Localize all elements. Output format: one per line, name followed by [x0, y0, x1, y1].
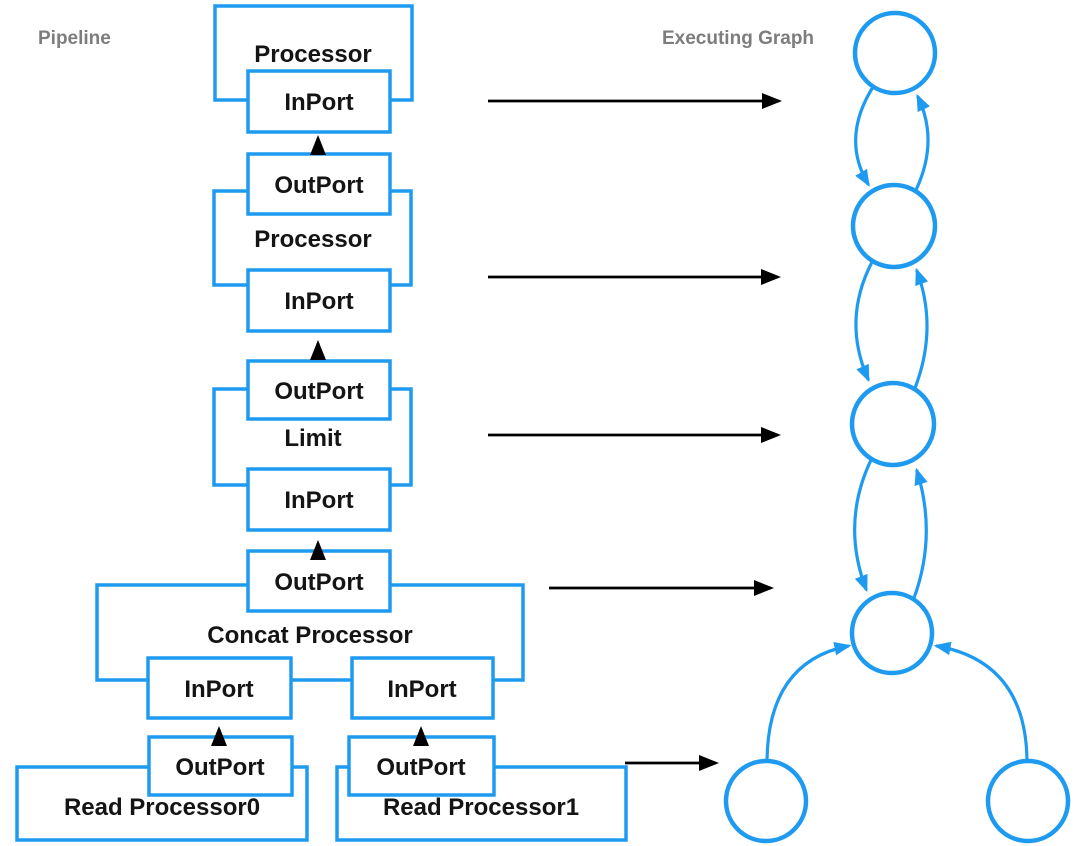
edge-node1-to-node2 — [854, 85, 875, 187]
edge-node2-to-node3 — [854, 260, 874, 383]
edge-node2-to-node1 — [914, 93, 930, 192]
graph-node-3 — [849, 380, 937, 468]
inport-label: InPort — [284, 487, 353, 514]
read-processor1-label: Read Processor1 — [383, 794, 579, 821]
inport-right-label: InPort — [387, 676, 456, 703]
outport-label: OutPort — [274, 172, 363, 199]
inport-label: InPort — [284, 288, 353, 315]
concat-processor-label: Concat Processor — [207, 622, 412, 649]
executing-graph-title: Executing Graph — [662, 28, 814, 49]
graph-node-5 — [723, 758, 809, 844]
outport-label: OutPort — [376, 754, 465, 781]
stage-limit: OutPort Limit InPort — [212, 359, 413, 532]
inport-left-box — [146, 656, 293, 720]
outport-box — [246, 152, 392, 216]
processor-label: Processor — [254, 226, 371, 253]
edge-node5-to-node4 — [765, 642, 852, 763]
edge-node6-to-node4 — [933, 641, 1029, 763]
graph-edges — [765, 85, 1029, 763]
graph-node-4 — [849, 590, 935, 676]
graph-nodes — [723, 10, 1071, 844]
stage-top-processor: Processor InPort — [213, 4, 414, 134]
edge-node3-to-node2 — [913, 267, 929, 390]
edge-node4-to-node3 — [912, 467, 928, 600]
outport-label: OutPort — [175, 754, 264, 781]
pipeline-title: Pipeline — [38, 28, 111, 49]
inport-left-label: InPort — [184, 676, 253, 703]
graph-node-2 — [850, 182, 938, 270]
outport-label: OutPort — [274, 378, 363, 405]
stage-read-processor0: OutPort Read Processor0 — [15, 735, 309, 842]
inport-label: InPort — [284, 89, 353, 116]
graph-node-6 — [985, 758, 1071, 844]
inport-right-box — [350, 656, 495, 720]
graph-node-1 — [852, 10, 938, 96]
stage-mid-processor: OutPort Processor InPort — [212, 152, 413, 333]
processor-label: Processor — [254, 41, 371, 68]
inport-box — [246, 467, 392, 532]
inport-box — [246, 69, 392, 134]
read-processor0-label: Read Processor0 — [64, 794, 260, 821]
outport-box — [246, 359, 392, 421]
inport-box — [246, 268, 392, 333]
outport-box — [246, 549, 392, 613]
stage-read-processor1: OutPort Read Processor1 — [335, 735, 628, 842]
edge-node3-to-node4 — [853, 458, 873, 593]
limit-label: Limit — [284, 425, 341, 452]
outport-label: OutPort — [274, 569, 363, 596]
stage-concat-processor: OutPort Concat Processor InPort InPort — [95, 549, 525, 720]
